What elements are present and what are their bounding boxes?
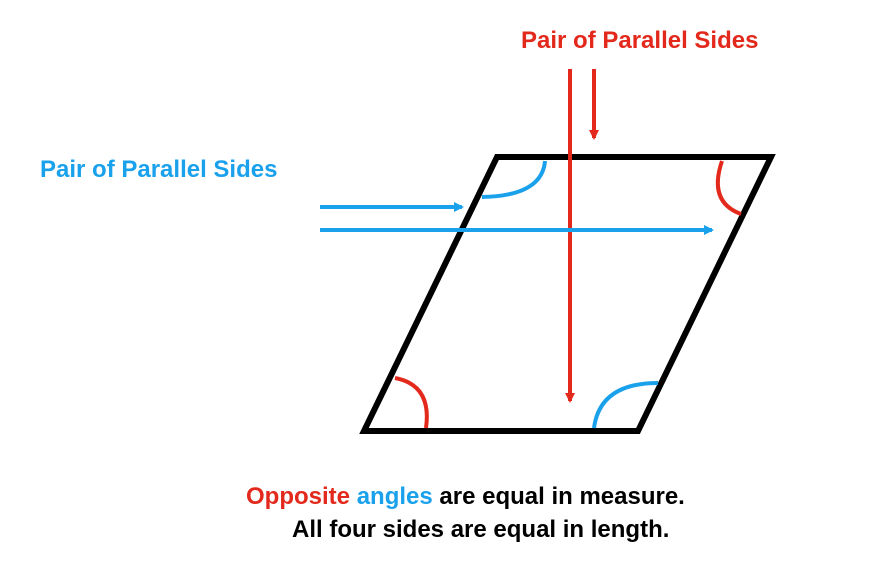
rhombus-shape <box>359 154 776 434</box>
angle-arc-bottom-right <box>592 381 659 429</box>
blue-pair-label: Pair of Parallel Sides <box>40 156 278 183</box>
angle-arc-top-left <box>481 160 547 199</box>
red-pair-label: Pair of Parallel Sides <box>521 27 759 54</box>
caption-opposite-word: Opposite <box>246 483 351 510</box>
angle-arc-top-right <box>715 160 742 216</box>
caption-line-2: All four sides are equal in length. <box>292 516 670 543</box>
angle-arc-bottom-left <box>394 376 429 429</box>
caption-angles-word: angles <box>356 483 433 510</box>
caption-line-1-rest: are equal in measure. <box>439 483 685 510</box>
caption-line-1: Opposite angles are equal in measure. <box>246 485 685 509</box>
